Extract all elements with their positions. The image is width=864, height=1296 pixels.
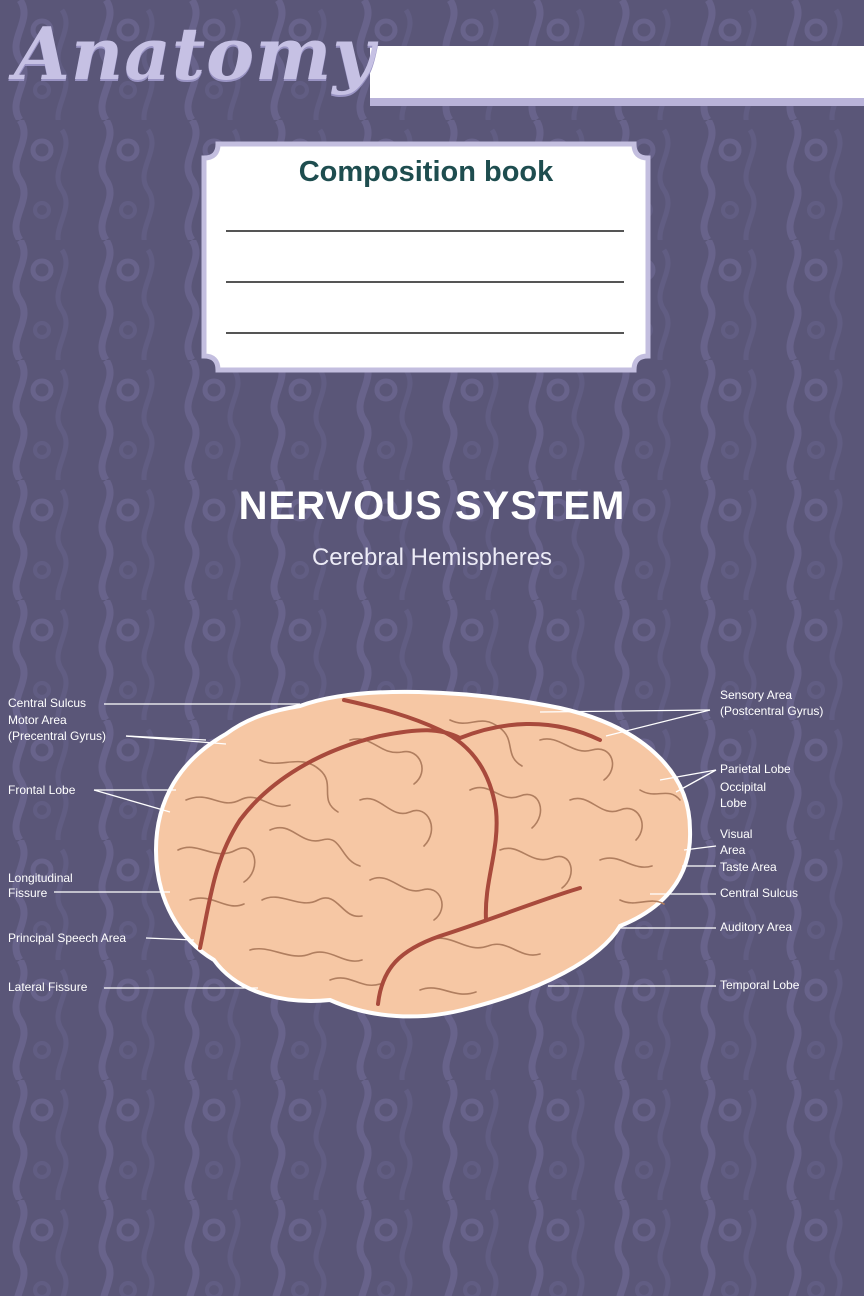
label-frontal-lobe: Frontal Lobe <box>8 783 76 797</box>
label-visual: Visual <box>720 827 753 841</box>
brain-outline <box>153 689 693 1019</box>
class-line <box>226 281 624 283</box>
label-central-sulcus-right: Central Sulcus <box>720 886 799 900</box>
brain-fissures <box>198 698 602 1006</box>
brand-title: Anatomy <box>14 11 376 96</box>
subtitle: Cerebral Hemispheres <box>311 544 553 571</box>
date-line <box>226 332 624 334</box>
label-sensory-area: Sensory Area <box>720 688 793 702</box>
label-occipital-lobe: Lobe <box>720 796 747 810</box>
label-longitudinal: Longitudinal <box>8 871 73 885</box>
label-parietal-lobe: Parietal Lobe <box>720 762 791 776</box>
title-band <box>370 46 864 98</box>
label-lateral-fissure: Lateral Fissure <box>8 980 88 994</box>
brain-gyri <box>177 719 681 995</box>
label-postcentral-gyrus: (Postcentral Gyrus) <box>720 704 824 718</box>
label-principal-speech-area: Principal Speech Area <box>8 931 127 945</box>
name-line <box>226 230 624 232</box>
box-title: Composition book <box>298 156 554 188</box>
label-temporal-lobe: Temporal Lobe <box>720 978 800 992</box>
label-box <box>201 141 651 373</box>
label-precentral-gyrus: (Precentral Gyrus) <box>8 729 107 743</box>
leader-lines-left <box>54 703 300 989</box>
label-occipital: Occipital <box>720 780 767 794</box>
leader-lines-right <box>539 709 717 987</box>
label-auditory-area: Auditory Area <box>720 920 793 934</box>
label-visual-area: Area <box>720 843 746 857</box>
label-motor-area: Motor Area <box>8 713 67 727</box>
title-band-shadow <box>370 98 864 106</box>
label-taste-area: Taste Area <box>720 860 777 874</box>
main-title: NERVOUS SYSTEM <box>238 484 626 528</box>
label-fissure: Fissure <box>8 886 48 900</box>
label-central-sulcus-left: Central Sulcus <box>8 696 87 710</box>
